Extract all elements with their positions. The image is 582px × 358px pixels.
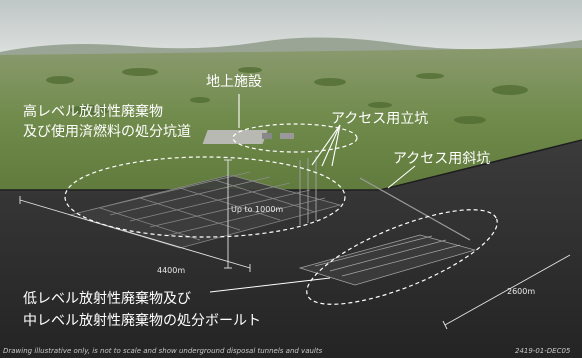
underground-block [0,140,582,358]
grass-patches [46,67,528,124]
llw-label-line2: 中レベル放射性廃棄物の処分ボールト [23,313,261,329]
length-dimension-label: 4400m [157,266,186,275]
grass-surface [0,48,582,195]
width-dimension-label: 2600m [507,287,536,296]
leader-lines [209,94,416,293]
hlw-label-line2: 及び使用済燃料の処分坑道 [23,124,191,140]
access-ramp [359,177,471,241]
hlw-label-line1: 高レベル放射性廃棄物 [23,104,163,120]
llw-label-line1: 低レベル放射性廃棄物及び [23,291,191,307]
depth-dimension-label: Up to 1000m [231,205,284,214]
reference-code: 2419-01-DEC05 [515,347,571,355]
hlw-disposal-tunnels [68,171,342,249]
surface-facility [202,130,294,144]
block-edge [0,139,582,191]
llw-vaults [298,234,477,286]
access-shaft-label: アクセス用立坑 [331,111,429,127]
access-shafts [299,156,317,225]
disclaimer-footnote: Drawing illustrative only, is not to sca… [3,347,323,355]
dimension-lines [19,159,571,330]
callout-ellipses [64,123,498,305]
surface-facility-label: 地上施設 [206,74,262,90]
access-ramp-label: アクセス用斜坑 [393,151,491,167]
